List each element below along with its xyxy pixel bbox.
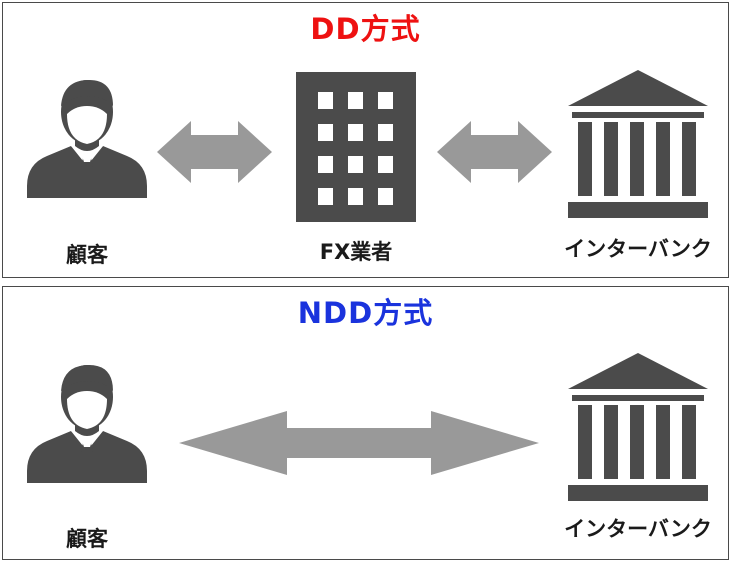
person-icon	[27, 365, 147, 483]
office-building-icon	[296, 72, 416, 222]
ndd-customer-label: 顧客	[66, 527, 108, 551]
dd-broker-label: FX業者	[319, 240, 393, 264]
double-arrow-icon	[179, 411, 539, 475]
ndd-title: NDD方式	[297, 296, 434, 330]
dd-panel: DD方式 顧客 FX業者 インターバンク	[2, 2, 729, 278]
dd-bank-label: インターバンク	[564, 237, 712, 261]
dd-customer-label: 顧客	[66, 243, 108, 267]
dd-title: DD方式	[310, 12, 421, 46]
bank-icon	[568, 70, 708, 218]
ndd-bank-label: インターバンク	[564, 517, 712, 541]
ndd-panel: NDD方式 顧客 インターバンク	[2, 286, 729, 560]
double-arrow-icon	[437, 121, 552, 183]
double-arrow-icon	[157, 121, 272, 183]
bank-icon	[568, 353, 708, 501]
person-icon	[27, 80, 147, 198]
